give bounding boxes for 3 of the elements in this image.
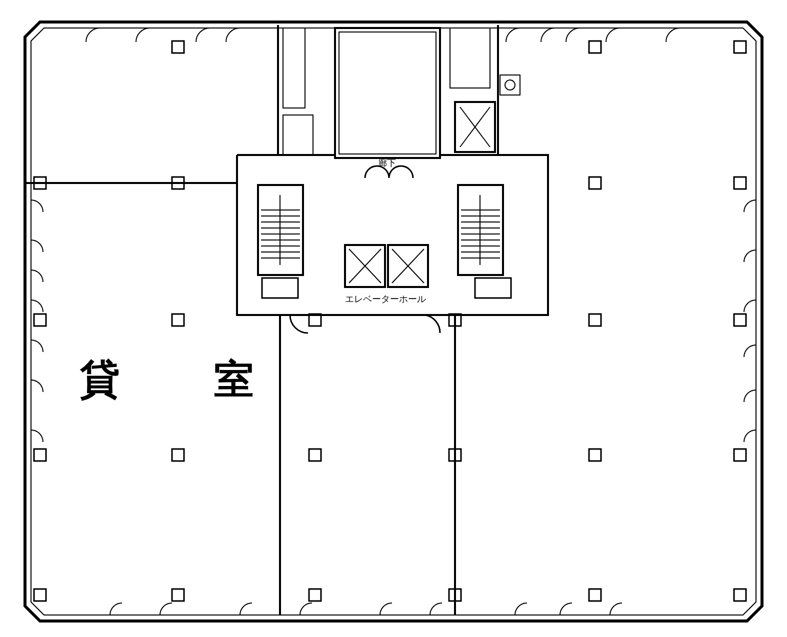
room-name: エレベーターホール — [345, 296, 426, 305]
room-name: 廊下 — [378, 160, 396, 169]
room-name: 貸 室 — [80, 360, 294, 400]
